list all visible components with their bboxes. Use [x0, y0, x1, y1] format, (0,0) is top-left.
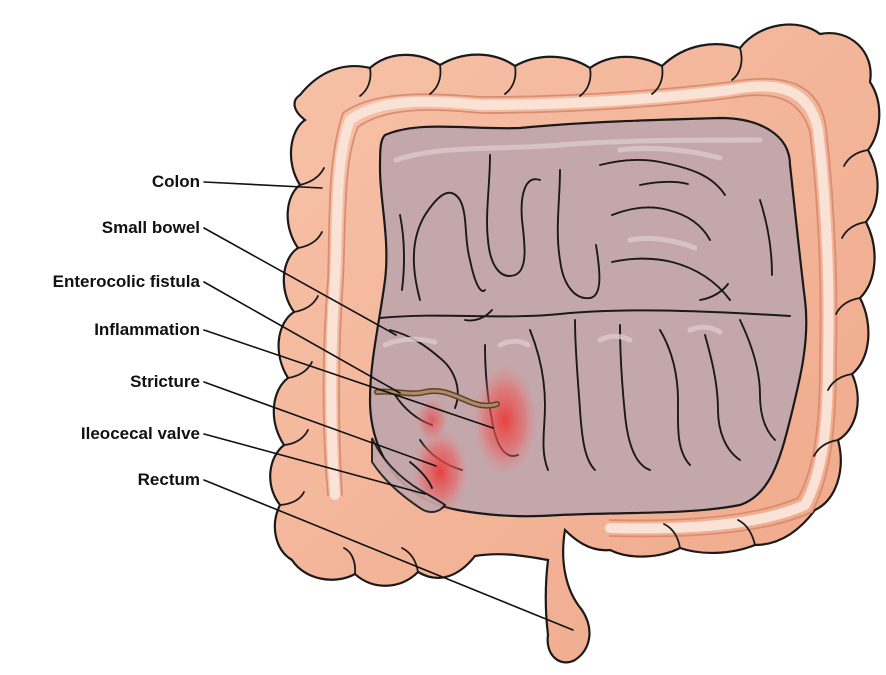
label-small-bowel: Small bowel [0, 218, 200, 238]
label-inflammation: Inflammation [0, 320, 200, 340]
label-stricture: Stricture [0, 372, 200, 392]
label-rectum: Rectum [0, 470, 200, 490]
label-ileocecal-valve: Ileocecal valve [0, 424, 200, 444]
label-enterocolic-fistula: Enterocolic fistula [0, 272, 200, 292]
label-colon: Colon [0, 172, 200, 192]
